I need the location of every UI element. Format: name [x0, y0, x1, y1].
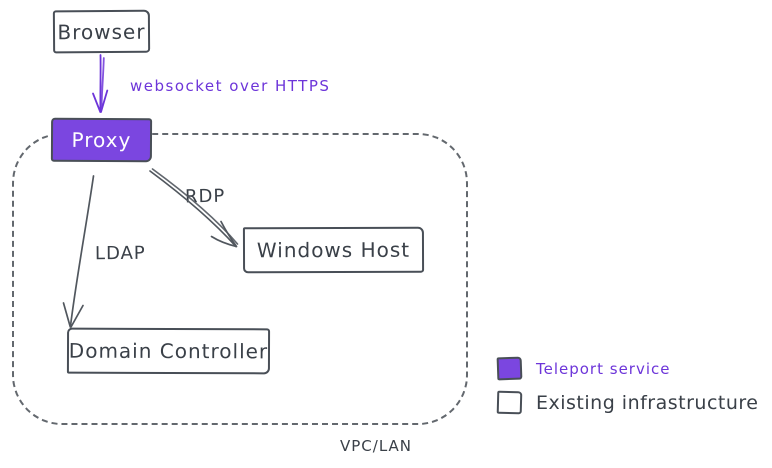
rdp-edge-label: RDP	[184, 185, 226, 208]
legend-item-existing-infrastructure: Existing infrastructure	[496, 390, 767, 415]
ldap-edge-label: LDAP	[94, 242, 146, 265]
browser-node-label: Browser	[57, 19, 146, 44]
windows-host-node-label: Windows Host	[256, 237, 411, 263]
legend: Teleport service Existing infrastructure	[496, 356, 767, 425]
vpc-lan-label: VPC/LAN	[340, 437, 413, 455]
windows-host-node: Windows Host	[242, 226, 425, 274]
domain-controller-node: Domain Controller	[66, 327, 271, 375]
legend-item-teleport-service: Teleport service	[496, 356, 767, 381]
proxy-node: Proxy	[50, 117, 153, 163]
vpc-lan-boundary	[12, 133, 468, 425]
websocket-edge-label: websocket over HTTPS	[130, 77, 331, 95]
browser-node: Browser	[52, 9, 151, 54]
teleport-service-swatch	[496, 356, 523, 381]
teleport-service-label: Teleport service	[536, 359, 671, 378]
domain-controller-node-label: Domain Controller	[68, 338, 269, 364]
browser-to-proxy-arrow	[92, 54, 109, 113]
existing-infrastructure-label: Existing infrastructure	[536, 391, 759, 414]
proxy-node-label: Proxy	[71, 127, 132, 153]
existing-infrastructure-swatch	[496, 390, 523, 415]
